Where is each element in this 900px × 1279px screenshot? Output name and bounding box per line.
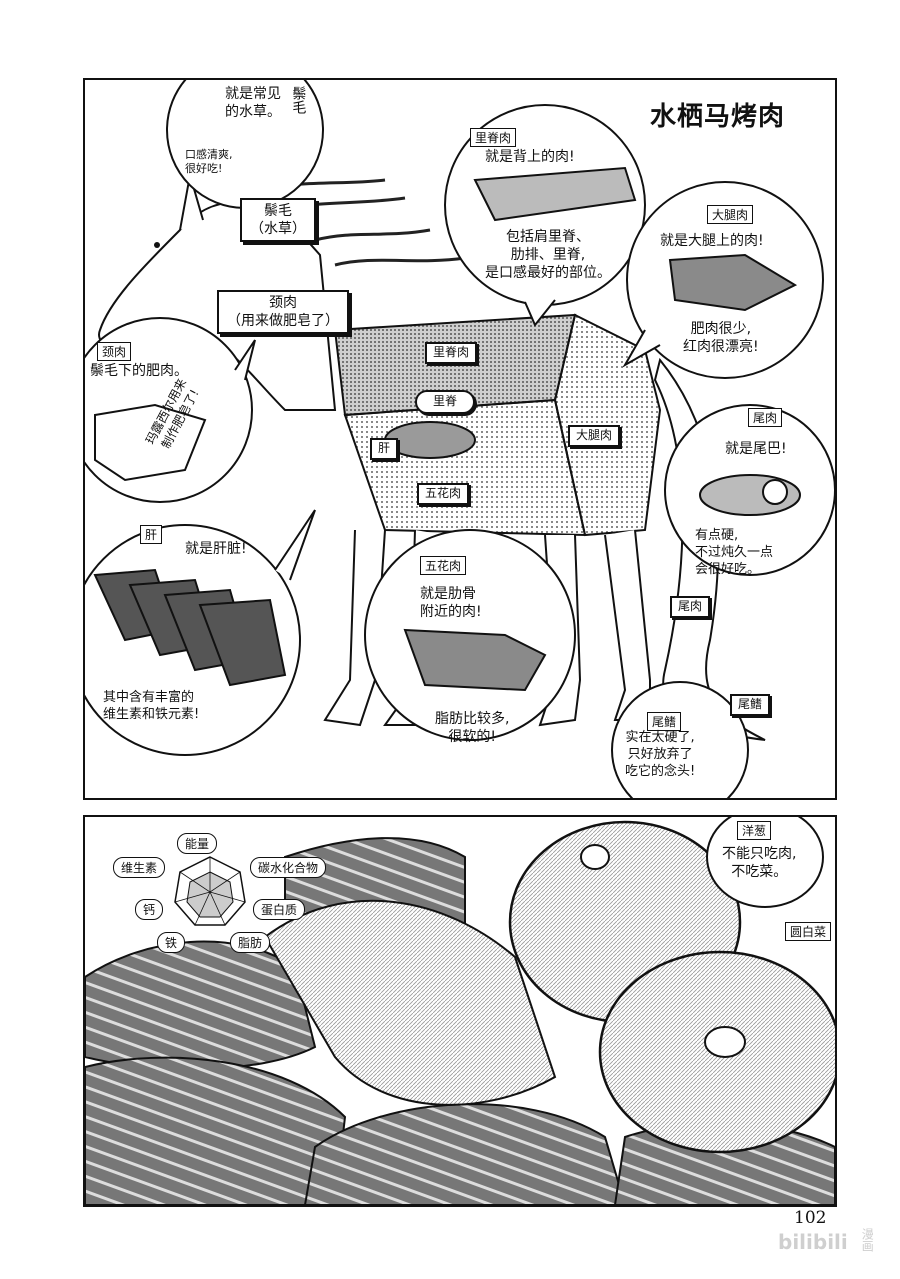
- body-label-fin: 尾鳍: [730, 694, 771, 716]
- liver-bubble-text: 就是肝脏!: [185, 541, 247, 557]
- food-illustration: [85, 817, 835, 1205]
- cabbage-leaf: [263, 899, 557, 1106]
- tail-bubble-tag: 尾肉: [748, 408, 783, 427]
- mane-bubble-text: 就是常见 的水草。: [225, 86, 281, 121]
- mane-bubble-note: 口感清爽, 很好吃!: [185, 148, 233, 176]
- loin-bubble-text2: 包括肩里脊、 肋排、里脊, 是口感最好的部位。: [485, 229, 611, 282]
- neck-label: 颈肉 （用来做肥皂了）: [217, 290, 349, 335]
- nutrition-carbs: 碳水化合物: [250, 857, 327, 878]
- neck-bubble-tag: 颈肉: [97, 342, 132, 361]
- page-number: 102: [794, 1208, 827, 1228]
- mane-bubble-tag: 鬃毛: [290, 86, 307, 114]
- tail-bubble-text: 就是尾巴!: [725, 441, 787, 457]
- thigh-bubble-tag: 大腿肉: [707, 205, 754, 224]
- nutrition-fat: 脂肪: [230, 932, 271, 953]
- body-label-tail: 尾肉: [670, 596, 711, 618]
- body-label-liver: 肝: [370, 438, 399, 460]
- horse-belly-region: [343, 398, 587, 537]
- nutrition-iron: 铁: [157, 932, 186, 953]
- belly-bubble-text2: 脂肪比较多, 很软的!: [435, 711, 510, 746]
- page-title: 水栖马烤肉: [650, 102, 786, 132]
- neck-bubble-text: 鬃毛下的肥肉。: [90, 363, 188, 379]
- onion-tag: 洋葱: [737, 821, 772, 840]
- onion-text: 不能只吃肉, 不吃菜。: [722, 846, 797, 881]
- liver-slices-drawing: [93, 568, 287, 687]
- loin-bubble-text: 就是背上的肉!: [485, 149, 575, 165]
- body-label-loin: 里脊: [415, 390, 476, 414]
- thigh-bubble-text: 就是大腿上的肉!: [660, 233, 764, 249]
- nutrition-vitamin: 维生素: [113, 857, 166, 878]
- loin-meat-drawing: [473, 166, 637, 222]
- fin-bubble-text: 实在太硬了, 只好放弃了 吃它的念头!: [625, 730, 696, 779]
- nutrition-protein: 蛋白质: [253, 899, 306, 920]
- bilibili-logo: bilibili: [778, 1230, 848, 1254]
- meat-slice-bottom-left: [85, 1056, 347, 1205]
- liver-bubble-tag: 肝: [140, 525, 163, 544]
- body-label-loin-back: 里脊肉: [425, 342, 478, 364]
- cabbage-tag: 圆白菜: [785, 922, 832, 941]
- body-label-thigh: 大腿肉: [568, 425, 621, 447]
- liver-bubble-text2: 其中含有丰富的 维生素和铁元素!: [103, 690, 200, 722]
- meat-slice-bottom-mid: [303, 1103, 627, 1205]
- panel-food-spread: 能量 维生素 碳水化合物 钙 蛋白质 铁 脂肪 洋葱 不能只吃肉, 不吃菜。 圆…: [83, 815, 837, 1207]
- nutrition-calcium: 钙: [135, 899, 164, 920]
- neck-fat-drawing: [94, 403, 207, 482]
- thigh-bubble-text2: 肥肉很少, 红肉很漂亮!: [683, 321, 759, 356]
- bilibili-logo-sub: 漫画: [860, 1228, 875, 1252]
- belly-bubble-text: 就是肋骨 附近的肉!: [420, 586, 482, 621]
- mane-label: 鬃毛 （水草）: [240, 198, 316, 243]
- loin-bubble-tag: 里脊肉: [470, 128, 517, 147]
- horse-illustration: [85, 80, 835, 798]
- nutrition-energy: 能量: [177, 833, 218, 854]
- body-label-belly: 五花肉: [417, 483, 470, 505]
- fin-bubble-tag: 尾鳍: [647, 712, 682, 731]
- panel-horse-meat-diagram: 水栖马烤肉 鬃毛 就是常见 的水草。 口感清爽, 很好吃! 鬃毛 （水草） 颈肉…: [83, 78, 837, 800]
- tail-bubble-text2: 有点硬, 不过炖久一点 会很好吃。: [695, 528, 774, 577]
- horse-liver-region: [384, 421, 476, 459]
- belly-bubble-tag: 五花肉: [420, 556, 467, 575]
- belly-meat-drawing: [403, 628, 547, 692]
- thigh-meat-drawing: [668, 253, 798, 312]
